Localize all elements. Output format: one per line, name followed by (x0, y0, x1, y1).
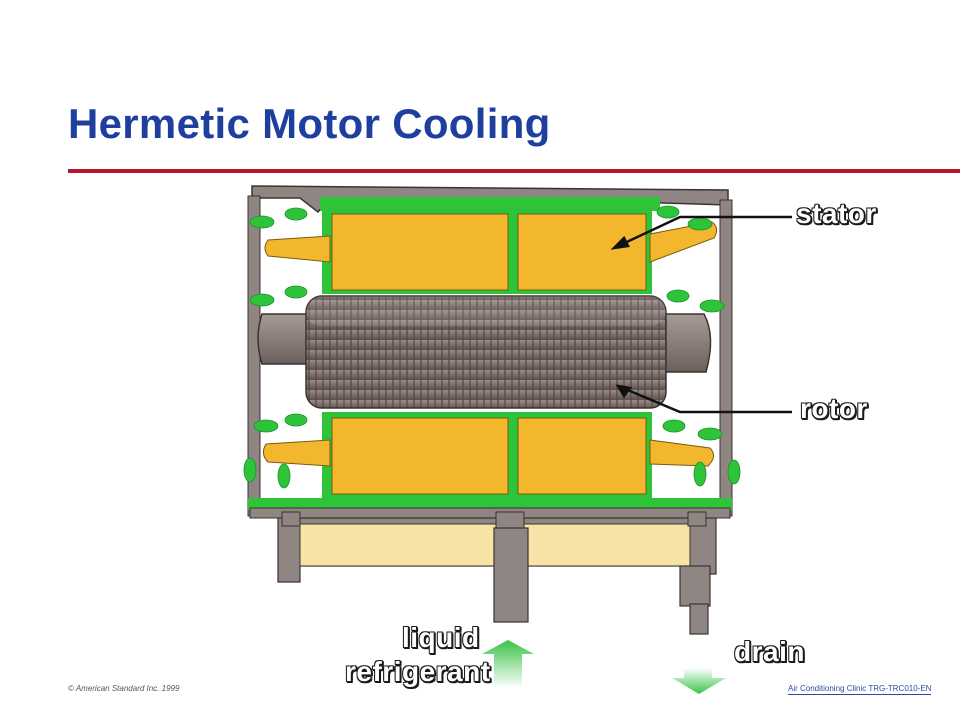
liquid-refrigerant-label-line2: refrigerant (345, 656, 491, 687)
drain-label: drain (734, 636, 805, 667)
liquid-refrigerant-label-line1: liquid (402, 622, 480, 653)
coolant-droplets (243, 205, 741, 489)
base-and-sump (248, 498, 732, 635)
leader-lines (610, 215, 792, 414)
course-reference: Air Conditioning Clinic TRG-TRC010-EN (788, 684, 932, 695)
housing-top (251, 185, 729, 214)
rotor-assembly (257, 295, 712, 409)
stator-label: stator (796, 198, 877, 229)
flow-down-arrow (672, 668, 726, 694)
copyright-notice: © American Standard Inc. 1999 (68, 684, 180, 693)
title-rule (68, 169, 960, 173)
slide-title: Hermetic Motor Cooling (68, 100, 551, 147)
rotor-label: rotor (800, 393, 868, 424)
stator-upper (264, 210, 718, 294)
flow-up-arrow (482, 640, 534, 688)
stator-lower (262, 412, 714, 500)
